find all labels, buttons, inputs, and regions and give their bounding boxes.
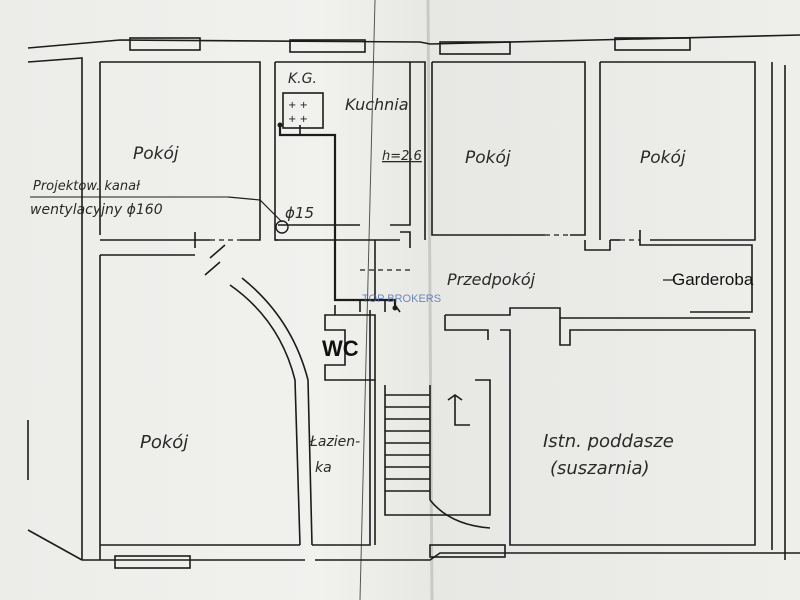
stove-icon: + + + + [282, 92, 324, 129]
room-label-top-middle: Pokój [465, 148, 511, 168]
vent-note-line2: wentylacyjny ϕ160 [30, 202, 163, 218]
kitchen-code-label: K.G. [288, 71, 317, 87]
gas-pipe [278, 125, 397, 308]
wc-label: WC [322, 336, 359, 361]
bathroom-label-line1: Łazien- [309, 434, 360, 450]
watermark-logo: TOP BROKERS [362, 293, 441, 305]
attic-label-line1: Istn. poddasze [543, 431, 674, 452]
room-label-top-left: Pokój [133, 144, 179, 164]
vent-note-line1: Projektow. kanał [33, 179, 141, 194]
vent-diameter-label: ϕ15 [285, 204, 314, 222]
hallway-label: Przedpokój [447, 270, 536, 289]
svg-text:+ +: + + [288, 114, 308, 125]
door-markers [210, 234, 640, 271]
room-label-bottom-left: Pokój [140, 432, 188, 453]
attic-label-line2: (suszarnia) [550, 458, 650, 479]
kitchen-height-label: h=2.6 [382, 149, 422, 164]
vent-duct-icon [275, 220, 289, 234]
paper-fold [426, 0, 434, 600]
wardrobe-label: Garderoba [672, 270, 754, 289]
room-label-top-right: Pokój [640, 148, 686, 168]
vent-leader-line [227, 196, 283, 223]
kitchen-label: Kuchnia [345, 95, 409, 114]
svg-text:+ +: + + [288, 100, 308, 111]
bathroom-label-line2: ka [315, 460, 332, 476]
walls [27, 34, 800, 569]
